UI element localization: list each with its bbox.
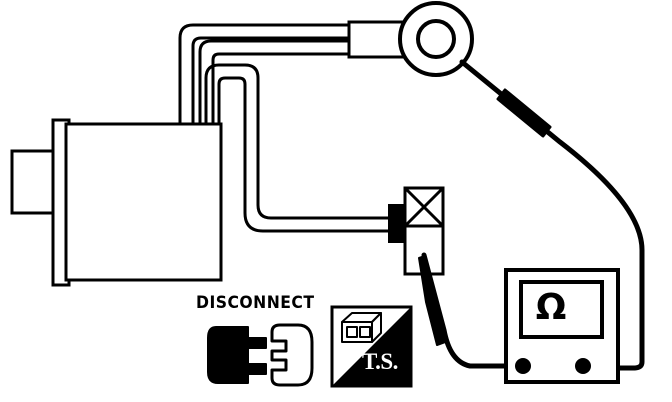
test-setup-label: T.S. <box>362 349 398 374</box>
harness-wire-second-top <box>198 39 350 124</box>
test-lead-right <box>459 59 645 371</box>
test-lead-right-wire <box>459 59 645 371</box>
wire-harness <box>178 23 392 233</box>
ts-connector-cavity-right <box>359 326 371 338</box>
ring-terminal <box>347 1 474 77</box>
ohmmeter-terminal-left[interactable] <box>515 358 531 374</box>
motor-body <box>64 122 223 282</box>
ts-connector-cavity-left <box>346 326 358 338</box>
test-setup-symbol <box>330 305 413 388</box>
connector-x-stroke-2 <box>404 187 444 227</box>
connector-block <box>388 186 445 276</box>
harness-wire-second-bottom <box>211 52 350 124</box>
harness-wire-outer-top <box>178 23 350 124</box>
harness-wire-hairpin-outer <box>204 63 392 220</box>
harness-wire-outer-bottom <box>191 36 350 124</box>
ts-connector-icon <box>341 312 382 343</box>
disconnect-symbol <box>207 323 314 387</box>
test-lead-left <box>418 252 519 369</box>
connector-stub <box>388 204 407 243</box>
motor-shaft <box>10 149 56 215</box>
ts-badge-black-triangle <box>333 308 410 385</box>
ohmmeter-reading: Ω <box>535 287 567 328</box>
ts-connector-side-face <box>371 312 382 343</box>
disconnect-label: DISCONNECT <box>196 293 315 313</box>
ohmmeter-display <box>519 280 604 339</box>
ohmmeter-terminal-right[interactable] <box>575 358 591 374</box>
harness-wire-hairpin-inner <box>217 76 392 233</box>
disconnect-male-connector <box>207 326 267 384</box>
test-probe-right <box>496 88 552 138</box>
test-probe-left <box>418 255 449 346</box>
motor-assembly <box>10 118 223 287</box>
ring-terminal-eyelet-hole <box>416 19 456 59</box>
ohmmeter <box>504 268 620 384</box>
disconnect-female-connector <box>270 323 314 387</box>
